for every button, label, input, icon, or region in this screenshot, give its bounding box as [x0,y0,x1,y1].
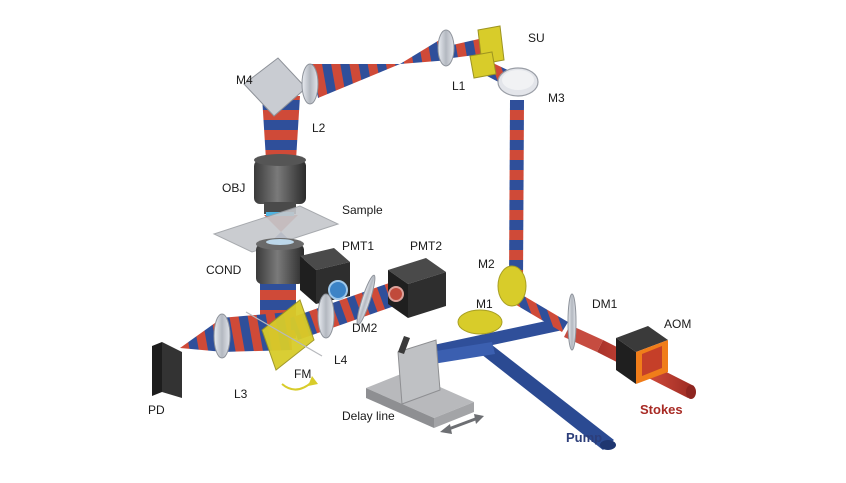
combined-beam-m2-m3 [509,100,524,282]
fm-flip-arrow-icon [281,381,313,391]
lens-l2 [301,63,319,105]
label-l4: L4 [334,353,348,367]
scan-cone-focus-l2 [312,64,400,98]
mirror-m3 [497,67,539,97]
label-m4: M4 [236,73,253,87]
delay-line-stage [366,336,474,428]
label-dm1: DM1 [592,297,618,311]
label-m1: M1 [476,297,493,311]
label-l3: L3 [234,387,248,401]
label-pmt1: PMT1 [342,239,374,253]
lens-l4 [317,293,335,339]
label-aom: AOM [664,317,691,331]
scan-unit [469,25,505,79]
label-sample: Sample [342,203,383,217]
beam-l3-pd [180,318,224,352]
label-pd: PD [148,403,165,417]
label-su: SU [528,31,545,45]
label-m3: M3 [548,91,565,105]
delay-line-arrow-icon [440,414,484,434]
dichroic-dm2 [356,274,376,326]
sample-plate [212,205,340,253]
photodiode-pd [152,342,182,398]
label-delay-line: Delay line [342,409,395,423]
condenser-cond [256,238,304,284]
lens-l3 [213,313,231,359]
mirror-m1 [457,309,503,335]
label-pump: Pump [566,430,602,445]
label-pmt2: PMT2 [410,239,442,253]
fm-flip-arrowhead-icon [308,376,318,386]
label-cond: COND [206,263,242,277]
label-obj: OBJ [222,181,245,195]
beam-fm-pmt [290,282,400,340]
scan-cone-l1-focus [400,36,450,64]
mirror-m2 [497,265,527,307]
flip-mirror-fm [245,299,323,371]
pmt1-detector [300,248,350,304]
label-dm2: DM2 [352,321,378,335]
label-stokes: Stokes [640,402,683,417]
pmt2-detector [388,258,446,318]
label-fm: FM [294,367,311,381]
aom-modulator [616,326,668,384]
dichroic-dm1 [567,293,577,351]
label-m2: M2 [478,257,495,271]
lens-l1 [437,29,455,67]
label-l2: L2 [312,121,326,135]
label-l1: L1 [452,79,466,93]
